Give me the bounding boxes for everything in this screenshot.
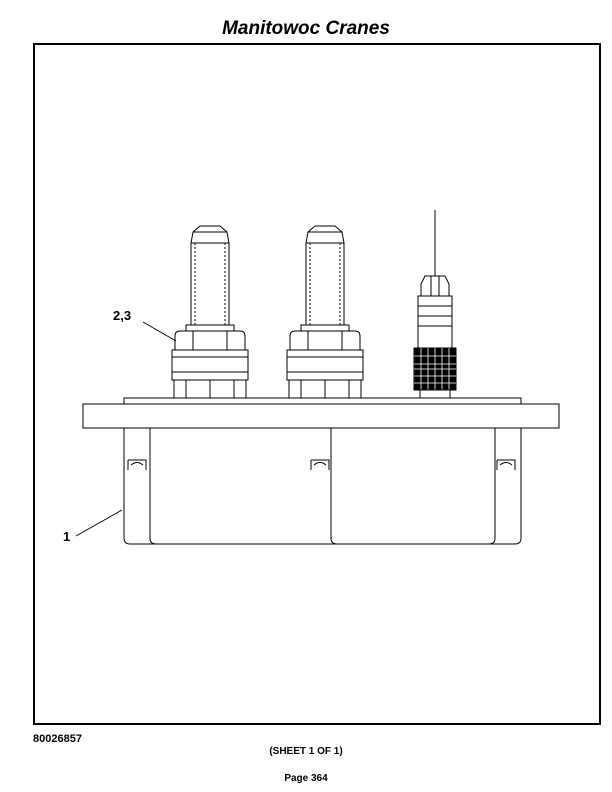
document-number: 80026857 xyxy=(33,733,82,745)
leader-line-1 xyxy=(75,509,123,537)
callout-2-3: 2,3 xyxy=(113,308,131,323)
valve-middle xyxy=(286,225,364,399)
sheet-label: (SHEET 1 OF 1) xyxy=(269,746,343,757)
page-title: Manitowoc Cranes xyxy=(222,18,390,39)
page-number: Page 364 xyxy=(284,773,328,784)
valve-left xyxy=(171,225,249,399)
callout-1: 1 xyxy=(63,529,70,544)
manifold-block xyxy=(82,397,560,545)
drawing-frame xyxy=(33,43,601,725)
leader-line-2-3 xyxy=(142,321,177,342)
sensor-connector xyxy=(413,210,457,399)
